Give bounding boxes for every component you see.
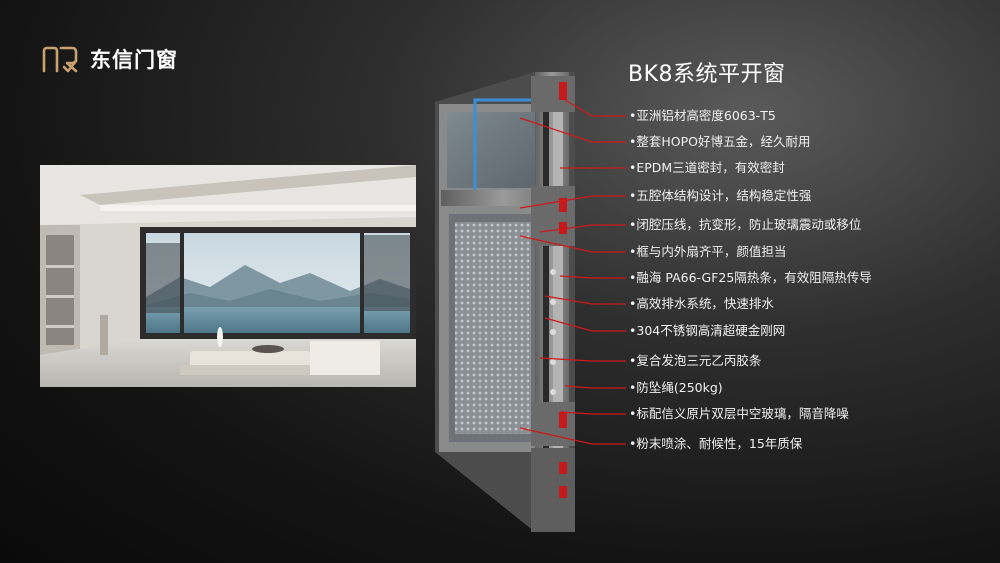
feature-item: •粉末喷涂、耐候性，15年质保 (629, 436, 803, 451)
window-profile-cross-section (435, 72, 595, 532)
feature-item: •高效排水系统，快速排水 (629, 296, 774, 311)
brand-logo: 东信门窗 (40, 44, 178, 74)
interior-photo (40, 165, 416, 387)
feature-item: •304不锈钢高清超硬金刚网 (629, 323, 786, 338)
feature-item: •复合发泡三元乙丙胶条 (629, 353, 762, 368)
feature-item: •亚洲铝材高密度6063-T5 (629, 108, 776, 123)
feature-item: •EPDM三道密封，有效密封 (629, 160, 785, 175)
feature-item: •闭腔压线，抗变形，防止玻璃震动或移位 (629, 217, 862, 232)
feature-item: •标配信义原片双层中空玻璃，隔音降噪 (629, 406, 849, 421)
feature-item: •整套HOPO好博五金，经久耐用 (629, 134, 811, 149)
feature-item: •防坠绳(250kg) (629, 380, 723, 395)
logo-mark-icon (42, 46, 78, 73)
feature-item: •框与内外扇齐平，颜值担当 (629, 244, 787, 259)
feature-item: •融海 PA66-GF25隔热条，有效阻隔热传导 (629, 270, 872, 285)
brand-name: 东信门窗 (90, 48, 178, 72)
page-title: BK8系统平开窗 (628, 62, 786, 87)
feature-item: •五腔体结构设计，结构稳定性强 (629, 188, 812, 203)
